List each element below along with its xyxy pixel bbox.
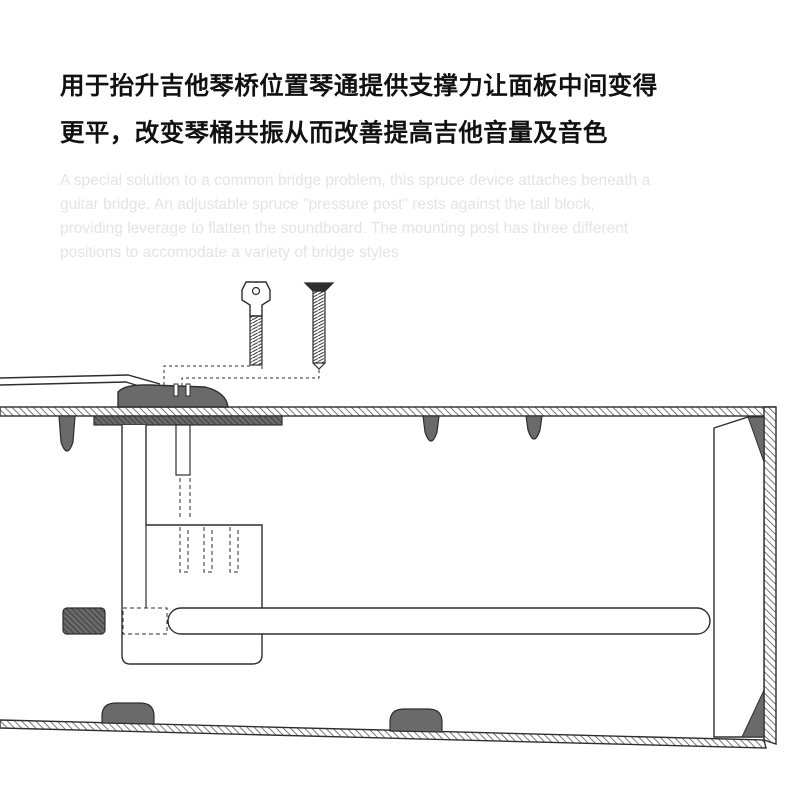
description-line-2: guitar bridge. An adjustable spruce "pre…	[60, 196, 595, 213]
description-line-1: A special solution to a common bridge pr…	[60, 172, 651, 189]
back-braces	[101, 702, 443, 733]
pressure-post	[122, 607, 711, 635]
adjustment-screw-icon	[241, 281, 271, 366]
wood-screw-icon	[303, 282, 335, 370]
alignment-guides	[163, 365, 320, 386]
back-plate	[0, 719, 767, 749]
description-line-3: providing leverage to flatten the soundb…	[60, 220, 629, 237]
braces	[58, 415, 543, 452]
heading: 用于抬升吉他琴桥位置琴通提供支撑力让面板中间变得 更平，改变琴桶共振从而改善提高…	[60, 62, 760, 156]
tail-wall	[763, 406, 777, 745]
heading-line-2: 更平，改变琴桶共振从而改善提高吉他音量及音色	[60, 118, 608, 147]
soundboard	[0, 406, 776, 417]
bridge	[117, 383, 229, 408]
description-line-4: positions to accomodate a variety of bri…	[60, 244, 399, 261]
heading-line-1: 用于抬升吉他琴桥位置琴通提供支撑力让面板中间变得	[60, 71, 658, 100]
tail-block	[713, 416, 765, 738]
mounting-post	[121, 424, 263, 665]
bridge-plate	[93, 415, 283, 426]
description: A special solution to a common bridge pr…	[60, 169, 760, 265]
hatched-block	[62, 607, 106, 635]
